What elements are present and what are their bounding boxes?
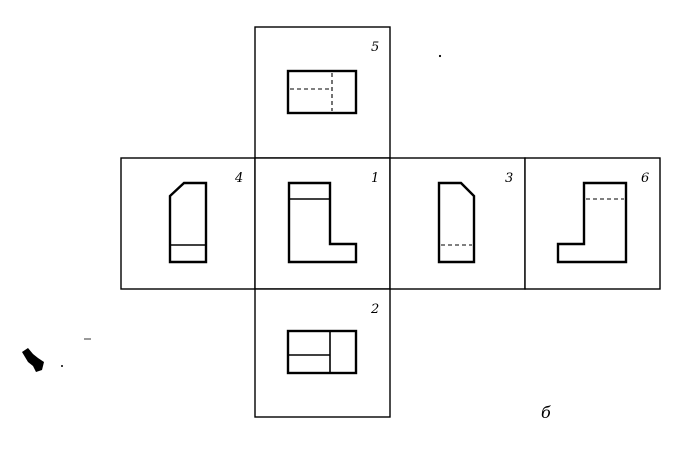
view-3-outline [437,181,476,264]
speck-2 [438,54,442,58]
view-1-frame [254,157,391,290]
view-4: 4 [120,157,256,290]
view-5-number: 5 [371,40,379,55]
figure-letter: б [541,403,551,422]
speck-1 [61,365,63,367]
view-2-frame [254,288,391,418]
view-2: 2 [254,288,391,418]
view-2-number: 2 [370,302,379,317]
ink-blot [22,348,44,372]
view-5-outline [286,69,358,115]
view-4-outline [168,181,208,264]
view-1: 1 [254,157,391,290]
view-4-number: 4 [234,171,243,186]
scan-specks [22,54,442,372]
view-1-number: 1 [371,171,379,186]
view-5: 5 [254,26,391,159]
view-6-outline [556,181,628,264]
view-5-frame [254,26,391,159]
view-6-number: 6 [641,171,649,186]
view-6: 6 [524,157,661,290]
view-3: 3 [389,157,526,290]
view-6-frame [524,157,661,290]
view-3-frame [389,157,526,290]
view-2-outline [286,329,358,375]
view-1-outline [287,181,358,264]
view-3-number: 3 [505,171,513,186]
view-4-frame [120,157,256,290]
